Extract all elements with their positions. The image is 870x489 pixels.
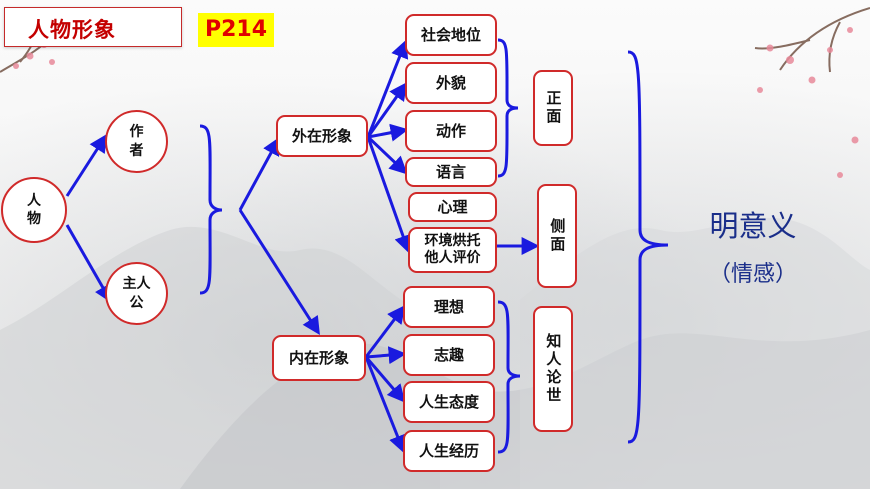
node-psychology: 心理 <box>408 192 497 222</box>
arrow-outer-env <box>366 136 412 254</box>
arrow-to-outer <box>238 136 280 211</box>
brace-inner <box>497 300 521 454</box>
arrow-root-to-protagonist <box>65 224 112 304</box>
page-title: 人物形象 <box>28 18 116 42</box>
meaning-main: 明意义 <box>709 209 797 243</box>
node-attitude: 人生态度 <box>403 381 495 423</box>
page-reference-tag: P214 <box>198 13 274 47</box>
node-speech: 语言 <box>405 157 497 187</box>
arrow-root-to-author <box>65 133 107 197</box>
arrow-outer-status <box>366 39 409 138</box>
title-box <box>4 7 182 47</box>
brace-front <box>497 38 519 178</box>
node-outer-image: 外在形象 <box>276 115 368 157</box>
node-social-status: 社会地位 <box>405 14 497 56</box>
meaning-sub: （情感） <box>708 262 797 287</box>
node-protagonist: 主人公 <box>105 262 168 325</box>
arrow-inner-ideal <box>364 305 406 358</box>
node-author: 作者 <box>105 110 168 173</box>
node-interest: 志趣 <box>403 334 495 376</box>
arrow-inner-interest <box>365 346 407 365</box>
brace-people <box>199 124 223 295</box>
node-appearance: 外貌 <box>405 62 497 104</box>
node-ideal: 理想 <box>403 286 495 328</box>
brace-meaning <box>627 50 669 444</box>
arrow-inner-attitude <box>364 356 406 403</box>
node-action: 动作 <box>405 110 497 152</box>
group-know-people: 知人论世 <box>533 306 573 432</box>
arrow-to-inner <box>238 209 320 336</box>
node-experience: 人生经历 <box>403 430 495 472</box>
node-inner-image: 内在形象 <box>272 335 366 381</box>
arrow-outer-look <box>366 82 408 138</box>
node-environment-evaluation: 环境烘托 他人评价 <box>408 227 497 273</box>
group-side: 侧面 <box>537 184 577 288</box>
group-front: 正面 <box>533 70 573 146</box>
arrow-outer-action <box>367 123 409 142</box>
node-root: 人物 <box>1 177 67 243</box>
arrow-inner-experience <box>364 356 407 454</box>
arrow-outer-speech <box>366 135 408 175</box>
